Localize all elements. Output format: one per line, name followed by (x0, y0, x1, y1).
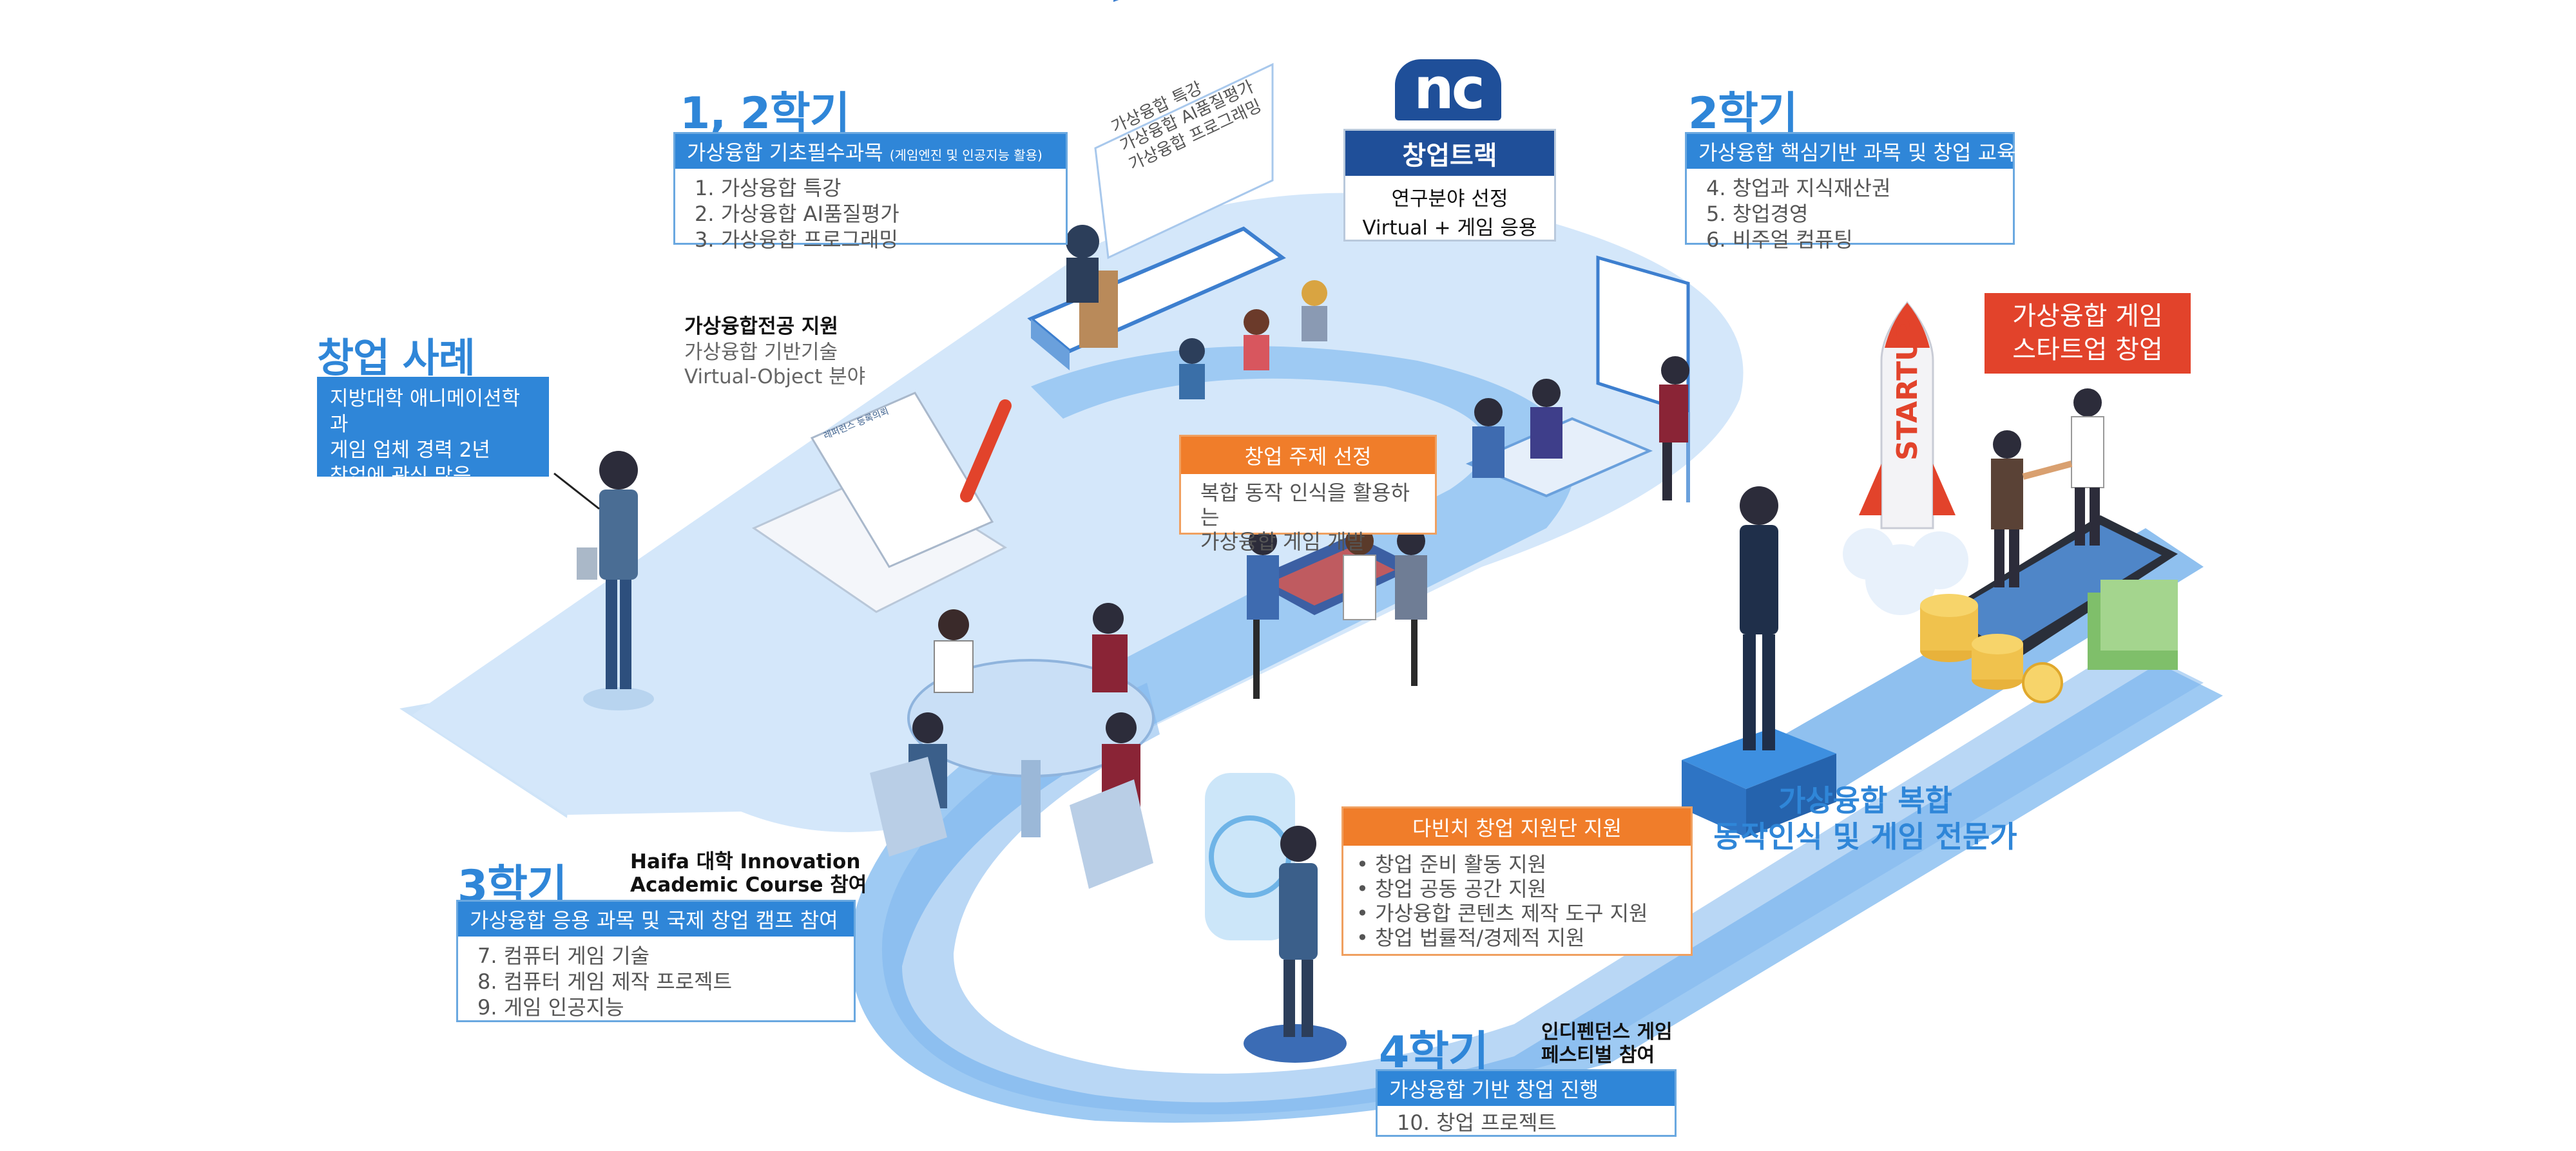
rocket-startup-text: STARTUP (1891, 318, 1924, 461)
list-item: 3. 가상융합 프로그래밍 (695, 227, 898, 252)
list-item: 1. 가상융합 특강 (695, 176, 841, 200)
semester-4-course-list: 10. 창업 프로젝트 (1378, 1106, 1675, 1139)
projection-board (1094, 62, 1274, 260)
standing-table-group (1247, 527, 1427, 699)
case-box: 지방대학 애니메이션학과 게임 업체 경력 2년 창업에 관심 많음 (317, 377, 549, 488)
semester-3-header: 가상융합 응용 과목 및 국제 창업 캠프 참여 (458, 902, 854, 937)
expert-line: 동작인식 및 게임 전문가 (1713, 819, 2017, 854)
case-line: 창업에 관심 많음 (330, 464, 472, 488)
davinci-support-list: • 창업 준비 활동 지원 • 창업 공동 공간 지원 • 가상융합 콘텐츠 제… (1343, 846, 1691, 956)
goal-box: 가상융합 게임 스타트업 창업 (1985, 293, 2191, 374)
goal-line: 가상융합 게임 (2012, 301, 2163, 331)
semester-2-header: 가상융합 핵심기반 과목 및 창업 교육 (1687, 134, 2015, 169)
topic-line: 가상융합 게임 개발 (1200, 529, 1365, 554)
list-item: • 창업 법률적/경제적 지원 (1356, 926, 1585, 950)
semester-2-box: 가상융합 핵심기반 과목 및 창업 교육 4. 창업과 지식재산권 5. 창업경… (1685, 132, 2015, 252)
semester-1-2-header-note: (게임엔진 및 인공지능 활용) (889, 147, 1043, 163)
vr-person (1205, 773, 1347, 1063)
list-item: 10. 창업 프로젝트 (1397, 1110, 1557, 1135)
semester-1-2-box: 가상융합 기초필수과목 (게임엔진 및 인공지능 활용) 1. 가상융합 특강 … (673, 132, 1068, 252)
semester-3-box: 가상융합 응용 과목 및 국제 창업 캠프 참여 7. 컴퓨터 게임 기술 8.… (456, 900, 856, 1022)
list-item: 4. 창업과 지식재산권 (1706, 176, 1891, 200)
list-item: • 창업 공동 공간 지원 (1356, 877, 1547, 901)
startup-track-line: Virtual + 게임 응용 (1362, 216, 1537, 240)
phone-handshake-money (1920, 388, 2178, 703)
major-support-line: 가상융합 기반기술 (684, 341, 838, 364)
side-note-line: 페스티벌 참여 (1541, 1044, 1655, 1067)
expert-line: 가상융합 복합 (1778, 783, 1952, 818)
semester-3-course-list: 7. 컴퓨터 게임 기술 8. 컴퓨터 게임 제작 프로젝트 9. 게임 인공지… (458, 937, 854, 1027)
documents-and-pencil (751, 392, 1012, 613)
topic-header: 창업 주제 선정 (1181, 437, 1435, 474)
topic-lines: 복합 동작 인식을 활용하는 가상융합 게임 개발 (1181, 474, 1435, 560)
semester-1-2-header-text: 가상융합 기초필수과목 (687, 140, 883, 165)
major-support-title: 가상융합전공 지원 (684, 315, 838, 338)
list-item: 8. 컴퓨터 게임 제작 프로젝트 (477, 969, 733, 994)
list-item: 5. 창업경영 (1706, 202, 1809, 226)
semester-4-side-note: 인디펜던스 게임 페스티벌 참여 (1541, 1021, 1673, 1067)
davinci-header: 다빈치 창업 지원단 지원 (1343, 808, 1691, 846)
case-title: 창업 사례 (317, 334, 476, 381)
list-item: • 가상융합 콘텐츠 제작 도구 지원 (1356, 901, 1648, 926)
case-line: 지방대학 애니메이션학과 (330, 387, 521, 436)
rocket: STARTUP (1843, 301, 1968, 615)
list-item: 6. 비주얼 컴퓨팅 (1706, 227, 1853, 252)
startup-track-header: 창업트랙 (1345, 131, 1554, 176)
semester-1-2-course-list: 1. 가상융합 특강 2. 가상융합 AI품질평가 3. 가상융합 프로그래밍 (675, 169, 1066, 259)
nc-logo-text: nc (1414, 55, 1485, 122)
expert-label: 가상융합 복합 동작인식 및 게임 전문가 (1707, 783, 2023, 855)
semester-1-2-title: 1, 2학기 (680, 88, 850, 139)
davinci-box: 다빈치 창업 지원단 지원 • 창업 준비 활동 지원 • 창업 공동 공간 지… (1341, 806, 1693, 956)
major-support-line: Virtual-Object 분야 (684, 365, 866, 388)
startup-track-box: 창업트랙 연구분야 선정 Virtual + 게임 응용 (1343, 129, 1556, 242)
expert-on-pedestal (1682, 486, 1836, 837)
side-note-line: Haifa 대학 Innovation (630, 850, 861, 873)
startup-track-line: 연구분야 선정 (1391, 187, 1508, 211)
semester-2-course-list: 4. 창업과 지식재산권 5. 창업경영 6. 비주얼 컴퓨팅 (1687, 169, 2013, 259)
classroom-scene (1027, 0, 1327, 399)
side-note-line: 인디펜던스 게임 (1541, 1021, 1673, 1043)
case-line: 게임 업체 경력 2년 (330, 439, 490, 462)
semester-1-2-header: 가상융합 기초필수과목 (게임엔진 및 인공지능 활용) (675, 134, 1066, 169)
semester-4-box: 가상융합 기반 창업 진행 10. 창업 프로젝트 (1376, 1069, 1677, 1137)
goal-line: 스타트업 창업 (2012, 335, 2163, 365)
topic-line: 복합 동작 인식을 활용하는 (1200, 480, 1410, 529)
whiteboard-meeting (1465, 255, 1690, 502)
topic-box: 창업 주제 선정 복합 동작 인식을 활용하는 가상융합 게임 개발 (1179, 435, 1437, 554)
round-table-meeting (870, 603, 1155, 889)
list-item: 7. 컴퓨터 게임 기술 (477, 944, 650, 968)
nc-logo: nc (1395, 59, 1501, 120)
case-person (553, 451, 654, 710)
side-note-line: Academic Course 참여 (630, 873, 867, 897)
list-item: • 창업 준비 활동 지원 (1356, 852, 1547, 877)
semester-4-header: 가상융합 기반 창업 진행 (1378, 1071, 1675, 1106)
list-item: 2. 가상융합 AI품질평가 (695, 202, 899, 226)
list-item: 9. 게임 인공지능 (477, 995, 624, 1020)
semester-2-title: 2학기 (1688, 88, 1798, 139)
semester-3-side-note: Haifa 대학 Innovation Academic Course 참여 (630, 850, 867, 897)
